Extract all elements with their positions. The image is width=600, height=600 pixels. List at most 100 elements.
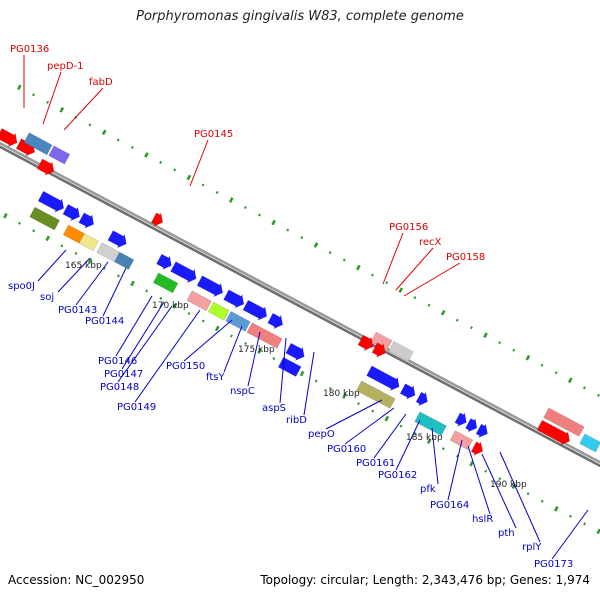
leader-line [395,247,434,291]
scale-tick [32,229,36,233]
leader-line [373,413,407,459]
gene-arrow [246,322,283,349]
scale-tick [554,505,559,512]
gene-label-bottom: PG0161 [356,458,395,469]
scale-tick [60,244,64,248]
gene-label-bottom: aspS [262,403,286,414]
gene-label-bottom: rplY [522,542,542,553]
gene-arrow [0,128,18,148]
scale-tick [554,371,558,375]
scale-tick [525,354,531,361]
gene-arrow [78,233,99,252]
scale-tick [3,212,8,219]
gene-arrow [48,145,71,165]
scale-tick [173,168,177,172]
scale-tick [74,251,78,255]
scale-tick [413,296,417,300]
scale-tick [32,93,35,97]
leader-line [431,427,439,485]
leader-line [183,319,233,362]
gene-arrow [355,380,396,409]
gene-label-bottom: nspC [230,386,255,397]
gene-label-bottom: PG0160 [327,444,366,455]
gene-arrow [454,412,467,427]
leader-line [447,439,463,501]
gene-label-top: PG0145 [194,129,233,140]
scale-tick [201,319,205,323]
leader-line [551,509,589,560]
gene-arrow [186,290,212,312]
leader-line [134,309,201,403]
scale-tick [342,393,347,399]
scale-tick [512,348,516,352]
gene-label-top: fabD [89,77,113,88]
scale-tick [371,273,374,277]
gene-label-top: PG0136 [10,44,49,55]
leader-line [57,257,91,293]
gene-arrow [23,132,53,156]
scale-label: 170 kbp [152,301,189,311]
gene-arrow [277,356,302,377]
scale-tick [540,363,544,367]
leader-line [325,399,383,430]
leader-line [382,232,404,285]
leader-line [395,419,421,471]
leader-line [481,453,517,529]
leader-line [117,305,173,383]
scale-tick [384,415,390,422]
scale-tick [17,84,22,91]
leader-line [63,87,104,131]
scale-tick [399,424,403,428]
scale-tick [186,174,192,181]
scale-tick [130,145,134,149]
scale-tick [244,341,247,346]
scale-label: 165 kbp [65,261,102,271]
scale-tick [342,258,346,262]
scale-tick [46,100,50,104]
scale-label: 180 kbp [323,389,360,399]
gene-arrow [152,272,179,294]
scale-tick [357,402,361,406]
scale-tick [228,197,234,203]
scale-tick [187,311,191,315]
scale-tick [272,357,276,361]
gene-arrow [78,212,95,229]
gene-arrow [366,365,400,392]
gene-label-bottom: PG0148 [100,382,139,393]
gene-arrow [29,206,61,231]
gene-label-bottom: PG0143 [58,305,97,316]
gene-label-bottom: ftsY [206,372,225,383]
gene-arrow [475,423,488,439]
scale-tick [456,454,459,458]
scale-tick [314,379,318,383]
scale-tick [286,228,290,232]
gene-label-bottom: PG0162 [378,470,417,481]
scale-tick [313,242,319,248]
gene-label-bottom: PG0144 [85,316,124,327]
accession-text: Accession: NC_002950 [8,573,145,587]
scale-tick [498,477,502,481]
leader-line [223,325,243,373]
scale-tick [145,289,149,293]
gene-label-top: PG0158 [446,252,485,263]
scale-tick [371,409,375,413]
gene-label-bottom: PG0149 [117,402,156,413]
leader-line [37,249,67,282]
gene-arrow [399,383,416,400]
leader-line [42,71,62,125]
gene-label-top: pepD-1 [47,61,84,72]
gene-arrow [170,261,197,284]
gene-arrow [579,433,600,453]
leader-line [303,351,315,416]
gene-arrow [285,342,305,362]
scale-tick [159,160,163,164]
scale-tick [88,123,92,127]
gene-arrow [36,158,55,176]
scale-tick [582,386,586,390]
gene-label-bottom: spo0J [8,281,35,292]
scale-tick [299,370,305,377]
scale-tick [101,129,107,136]
scale-tick [172,303,178,309]
gene-arrow [543,407,585,437]
scale-tick [159,296,163,300]
